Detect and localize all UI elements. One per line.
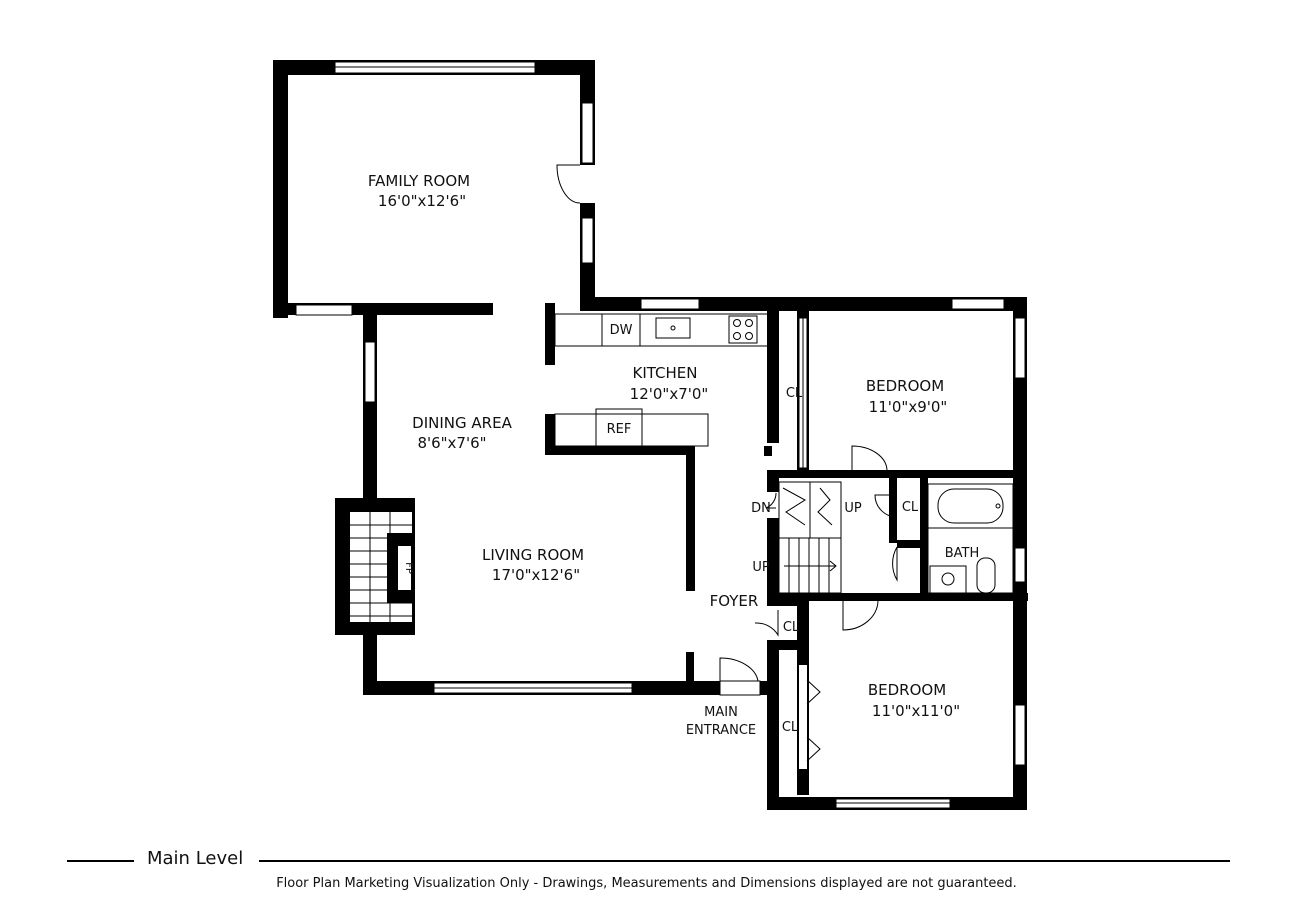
dishwasher-label: DW [610, 323, 633, 338]
family-room-name: FAMILY ROOM [368, 172, 470, 190]
closet-label-bedroom1: CL [786, 386, 803, 401]
foyer-name: FOYER [710, 592, 759, 610]
bedroom2-dims: 11'0"x11'0" [872, 702, 960, 720]
refrigerator-label: REF [607, 422, 632, 437]
family-room-dims: 16'0"x12'6" [378, 192, 466, 210]
kitchen-island [554, 413, 709, 447]
door-foyer-closet [754, 610, 779, 637]
window-family-right-2 [581, 217, 594, 264]
toilet [976, 557, 996, 594]
bath-name: BATH [945, 546, 980, 561]
window-dining-left [364, 341, 376, 403]
main-entrance-line1: MAIN [704, 705, 738, 720]
plan-footer: Main Level Floor Plan Marketing Visualiz… [0, 840, 1293, 914]
bath [897, 478, 1026, 598]
closet-label-foyer: CL [783, 620, 800, 635]
level-title: Main Level [147, 848, 244, 869]
dining-area-dims: 8'6"x7'6" [417, 434, 486, 452]
window-bedroom2-right [1014, 704, 1026, 766]
dishwasher [601, 313, 641, 347]
window-family-right-1 [581, 102, 594, 164]
bedroom1-walls [797, 297, 1027, 809]
vanity-sink [929, 565, 967, 594]
main-entrance-line2: ENTRANCE [686, 723, 756, 738]
room-labels: FAMILY ROOM 16'0"x12'6" DINING AREA 8'6"… [368, 172, 979, 738]
stairs-up-label-2: UP [752, 560, 770, 575]
window-bedroom1-right [1014, 317, 1026, 379]
kitchen-walls [545, 297, 1026, 591]
bedroom1-dims: 11'0"x9'0" [869, 398, 948, 416]
fireplace-label: FP [403, 562, 414, 574]
door-family-side [556, 164, 581, 204]
closet-label-bedroom2: CL [782, 720, 799, 735]
bedroom2-name: BEDROOM [868, 681, 946, 699]
living-room-dims: 17'0"x12'6" [492, 566, 580, 584]
footer-rule-right [259, 860, 1230, 862]
disclaimer-text: Floor Plan Marketing Visualization Only … [276, 876, 1017, 891]
window-family-bottom [295, 304, 353, 316]
stove [728, 315, 758, 344]
family-room-walls [273, 60, 595, 318]
closet-label-bath: CL [902, 500, 919, 515]
bedroom1-name: BEDROOM [866, 377, 944, 395]
sink [655, 317, 691, 339]
dining-area-name: DINING AREA [412, 414, 512, 432]
stairs-up-label-1: UP [844, 501, 862, 516]
kitchen-counter-top [554, 313, 774, 347]
kitchen-dims: 12'0"x7'0" [630, 385, 709, 403]
bedroom2-walls [767, 601, 1027, 810]
fireplace [335, 498, 415, 635]
living-room-name: LIVING ROOM [482, 546, 584, 564]
stairs-down-label: DN [751, 501, 771, 516]
window-bath [1014, 547, 1026, 583]
door-main-entrance [719, 657, 759, 682]
window-bedroom1-top [951, 298, 1005, 310]
footer-rule-left [67, 860, 134, 862]
window-kitchen [640, 298, 700, 310]
kitchen-name: KITCHEN [633, 364, 698, 382]
living-dining-walls [363, 315, 773, 696]
